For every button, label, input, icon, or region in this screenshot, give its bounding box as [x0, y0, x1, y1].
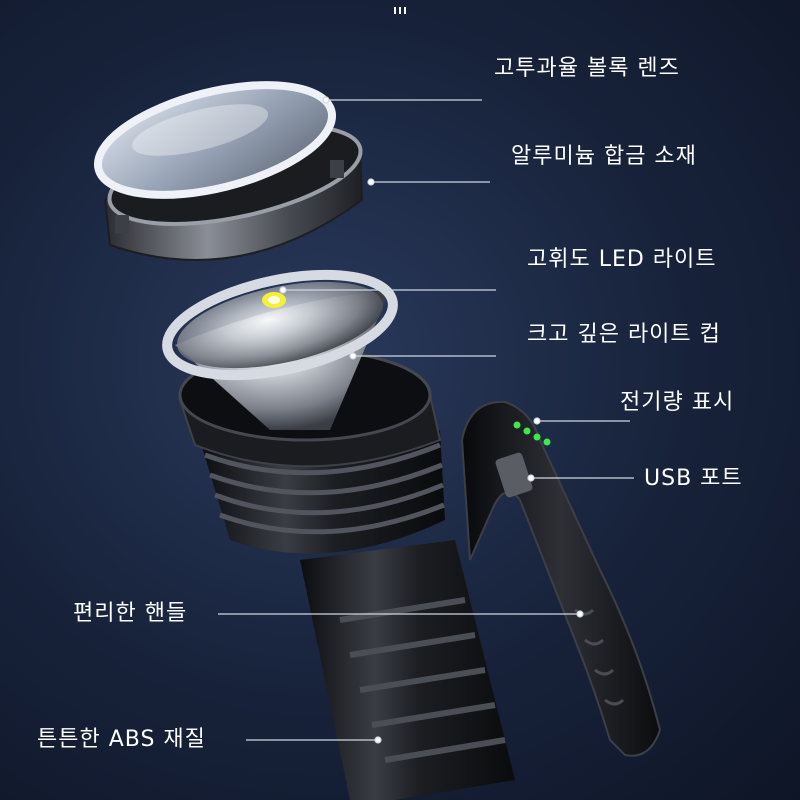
battery-indicator: [513, 421, 551, 446]
indicator-dot: [523, 427, 531, 435]
callout-battery: 전기량 표시: [620, 390, 735, 415]
indicator-dot: [533, 433, 541, 441]
light-cup: [162, 269, 398, 430]
flashlight-body: [178, 348, 515, 800]
leader-lines: [218, 96, 634, 744]
indicator-dot: [543, 438, 551, 446]
callout-aluminum: 알루미늄 합금 소재: [511, 144, 697, 169]
top-tab-marker: [388, 0, 412, 14]
callout-led: 고휘도 LED 라이트: [527, 247, 717, 272]
callout-cup: 크고 깊은 라이트 컵: [527, 322, 721, 347]
indicator-dot: [513, 421, 521, 429]
handle: [460, 400, 662, 757]
callout-lens: 고투과율 볼록 렌즈: [494, 56, 680, 81]
callout-usb: USB 포트: [644, 466, 743, 491]
convex-lens: [93, 81, 337, 199]
led-chip: [262, 292, 286, 308]
callout-abs: 튼튼한 ABS 재질: [37, 727, 206, 752]
callout-handle: 편리한 핸들: [73, 601, 188, 626]
